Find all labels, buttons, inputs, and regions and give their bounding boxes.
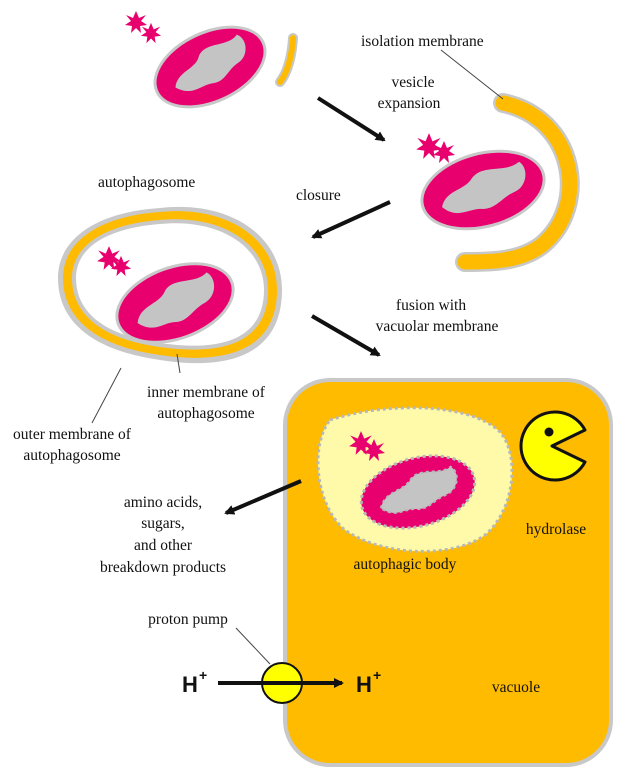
mitochondrion-icon (140, 9, 279, 125)
label-inner-2: autophagosome (157, 405, 254, 422)
autophagic-body (318, 408, 512, 552)
arrow-fusion (312, 316, 379, 355)
leader-isolation (441, 50, 503, 99)
label-products-3: and other (134, 537, 193, 554)
leader-pump (236, 628, 270, 664)
label-autophagosome: autophagosome (98, 174, 195, 191)
label-outer-1: outer membrane of (13, 426, 132, 443)
label-proton-pump: proton pump (148, 611, 228, 628)
leader-outer (92, 368, 121, 423)
arrow-closure (313, 202, 390, 237)
label-h-plus-left-sup: + (199, 667, 207, 683)
star-burst-icon (141, 23, 161, 43)
label-h-plus-left: H (182, 672, 198, 697)
star-burst-icon (433, 141, 455, 163)
label-vesicle: vesicle (391, 74, 434, 91)
label-products-1: amino acids, (124, 494, 202, 511)
label-vacuole: vacuole (492, 679, 540, 696)
label-hydrolase: hydrolase (526, 521, 586, 538)
arrow-expansion (318, 98, 384, 140)
label-h-plus-right-sup: + (373, 667, 381, 683)
label-h-plus-right: H (356, 672, 372, 697)
label-fusion-1: fusion with (396, 297, 466, 314)
label-fusion-2: vacuolar membrane (376, 318, 499, 335)
label-autophagic-body: autophagic body (354, 556, 457, 573)
label-expansion: expansion (378, 95, 441, 112)
label-products-2: sugars, (141, 515, 184, 532)
stage2-cargo (411, 103, 569, 262)
label-outer-2: autophagosome (23, 447, 120, 464)
star-burst-icon (125, 11, 147, 33)
stage1-cargo (125, 9, 293, 125)
label-closure: closure (296, 187, 341, 204)
label-inner-1: inner membrane of (147, 384, 266, 401)
label-isolation-membrane: isolation membrane (361, 33, 484, 50)
label-products-4: breakdown products (100, 559, 226, 576)
autophagosome (58, 207, 282, 363)
